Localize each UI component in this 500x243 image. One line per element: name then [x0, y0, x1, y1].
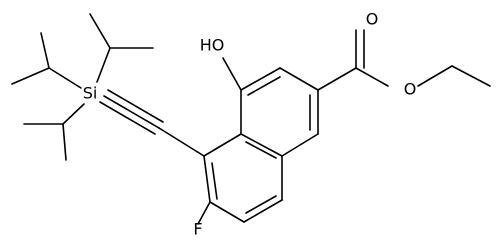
ethyl-ester-group: [317, 29, 491, 91]
bond: [211, 162, 218, 200]
carbonyl-oxygen-label: O: [366, 10, 379, 29]
naphthalene-core: [203, 67, 319, 223]
hydroxyl-label: HO: [200, 36, 225, 55]
bond: [11, 67, 50, 85]
bond: [62, 123, 67, 161]
bond: [40, 32, 50, 69]
bond: [240, 67, 281, 91]
bond: [209, 201, 245, 223]
bond: [103, 95, 160, 129]
silicon-label: Si: [83, 84, 98, 103]
bond: [247, 76, 281, 96]
bond: [89, 13, 111, 49]
fluoro-bond: [197, 201, 211, 225]
bond: [62, 103, 85, 125]
bond: [203, 133, 242, 157]
ester-oxygen-label: O: [404, 80, 417, 99]
bond: [48, 67, 82, 89]
bond: [107, 89, 164, 123]
alkyne-triple-bond: [99, 89, 205, 157]
bond: [451, 65, 491, 87]
bond: [245, 195, 277, 214]
bond: [417, 65, 453, 87]
bond: [317, 67, 357, 91]
fluorine-label: F: [193, 220, 202, 239]
bond: [281, 133, 319, 157]
bond: [96, 47, 111, 83]
bond: [203, 155, 211, 203]
bond: [245, 141, 277, 159]
bond: [158, 127, 205, 157]
hydroxyl-bond: [222, 57, 242, 91]
bond: [355, 67, 389, 87]
bond: [243, 199, 283, 223]
bond: [240, 133, 283, 157]
bond: [279, 67, 319, 91]
triisopropylsilyl-group: [11, 13, 154, 161]
bond: [99, 101, 156, 135]
